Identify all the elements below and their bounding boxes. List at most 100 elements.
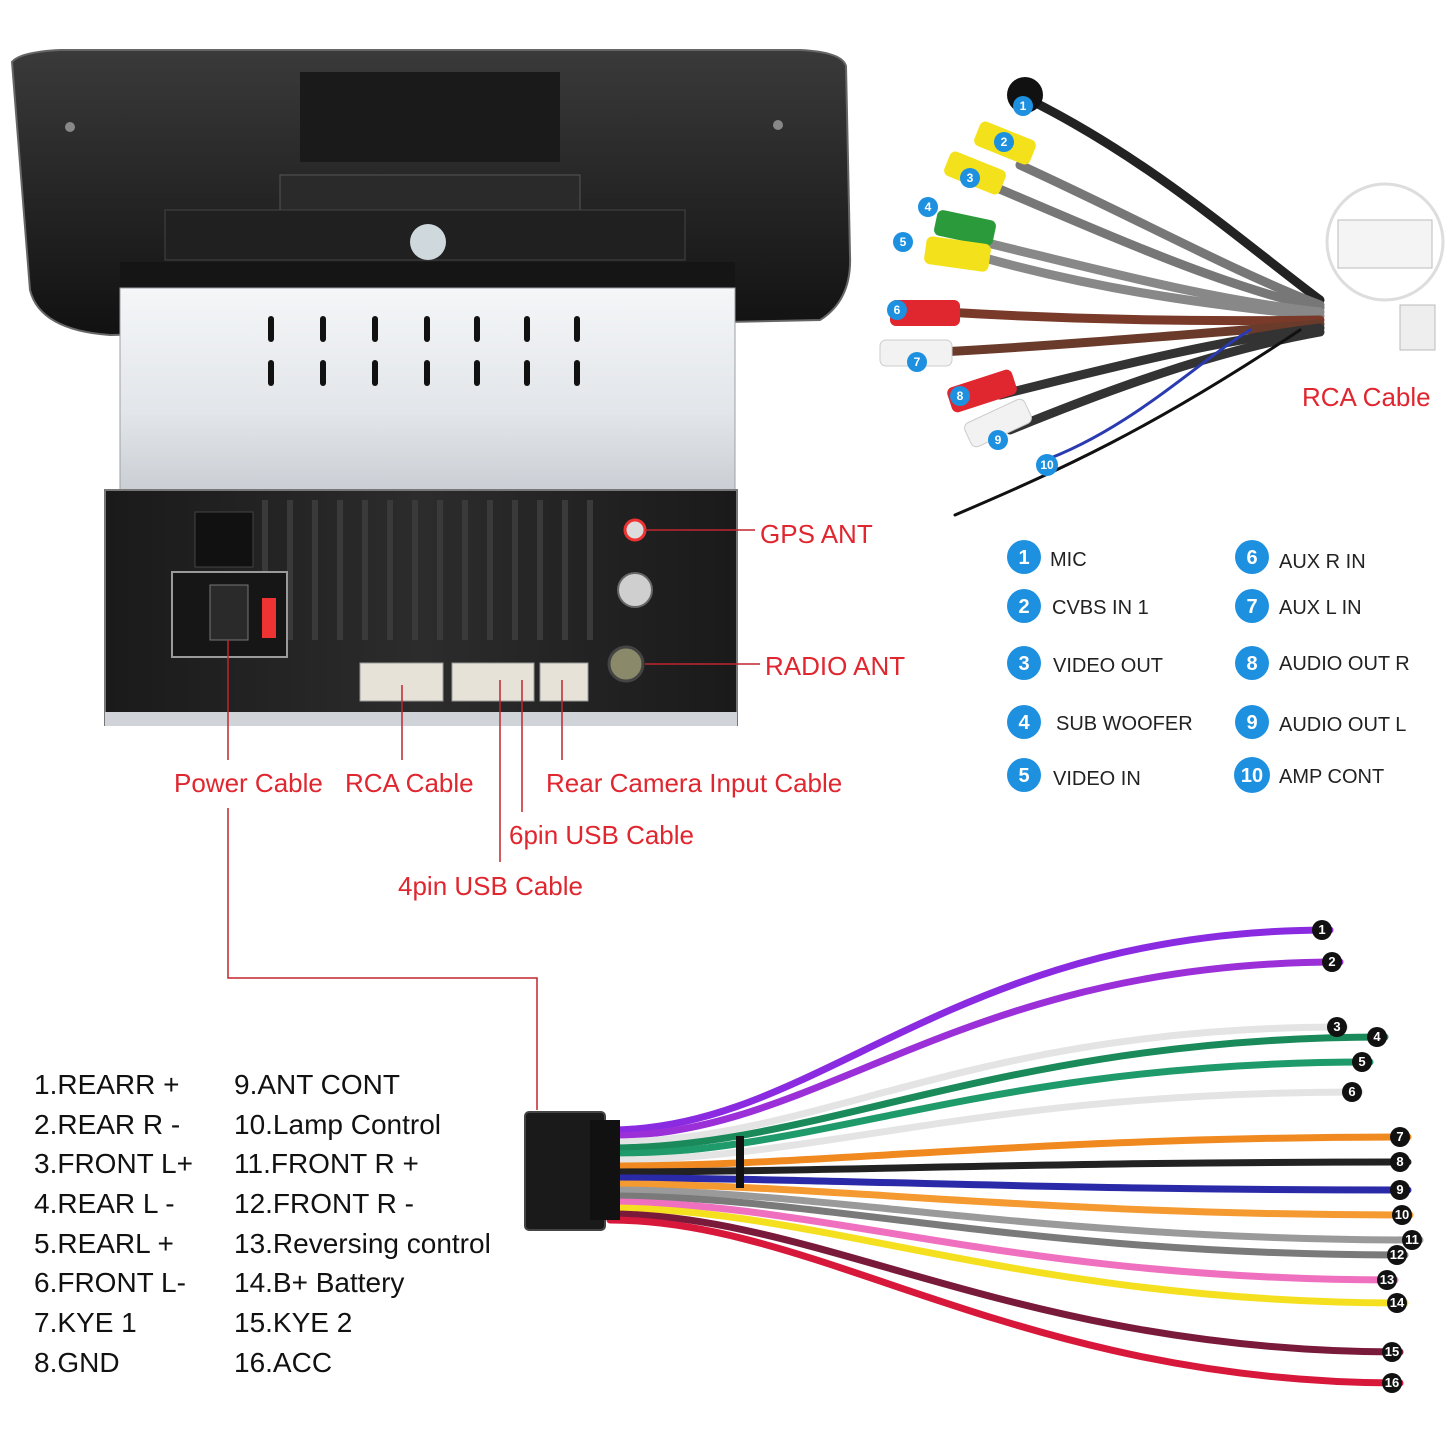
power-pin-list: 1.REARR + 2.REAR R - 3.FRONT L+ 4.REAR L… (34, 1069, 491, 1378)
pin-label: 16.ACC (234, 1347, 332, 1378)
wire-6 (606, 1088, 1364, 1164)
svg-text:1: 1 (1018, 547, 1029, 569)
usb4-connector (451, 662, 535, 702)
wire-number: 15 (1385, 1344, 1399, 1359)
rca-plug-connector (1399, 304, 1436, 351)
plug-number: 8 (957, 389, 964, 403)
wire-13 (606, 1198, 1399, 1284)
legend-label: AUX L IN (1279, 597, 1362, 619)
legend-label: VIDEO OUT (1053, 655, 1163, 677)
number-badge (1235, 705, 1269, 739)
wire-number-badge (1402, 1230, 1422, 1250)
wire-1 (606, 926, 1334, 1134)
gps-port (623, 518, 647, 542)
plug-number: 4 (925, 200, 932, 214)
wire-10 (606, 1180, 1414, 1219)
svg-text:8: 8 (1246, 653, 1257, 675)
plug-number: 3 (967, 171, 974, 185)
legend-label: CVBS IN 1 (1052, 597, 1149, 619)
wire-number: 14 (1390, 1295, 1405, 1310)
wire-number-badge (1342, 1082, 1362, 1102)
rca-harness-illustration (879, 77, 1445, 517)
plug-number: 10 (1040, 458, 1054, 472)
rca-legend: 1 MIC 2 CVBS IN 1 3 VIDEO OUT 4 SUB WOOF… (1007, 540, 1410, 793)
usb6-label: 6pin USB Cable (509, 820, 694, 850)
gps-ant-label: GPS ANT (760, 519, 873, 549)
fm-port (617, 572, 653, 608)
number-badge (1007, 758, 1041, 792)
wire-number-badge (1377, 1270, 1397, 1290)
callout-lines (227, 529, 760, 1110)
plug-number: 9 (995, 433, 1002, 447)
pin-label: 8.GND (34, 1347, 120, 1378)
yellow-plug (924, 236, 991, 272)
wire-11 (606, 1186, 1424, 1244)
legend-item: 6 AUX R IN (1235, 540, 1366, 574)
usb4-label: 4pin USB Cable (398, 871, 583, 901)
pin-label: 1.REARR + (34, 1069, 180, 1100)
number-badge (1235, 646, 1269, 680)
connector-zoom-detail (1337, 219, 1433, 269)
plug-number: 6 (894, 303, 901, 317)
wire-number: 7 (1396, 1129, 1403, 1144)
screw-icon (65, 122, 75, 132)
wire-number-badge (1382, 1373, 1402, 1393)
legend-label: MIC (1050, 549, 1087, 571)
wire-number: 2 (1328, 954, 1335, 969)
pin-label: 3.FRONT L+ (34, 1148, 193, 1179)
wire-8 (606, 1158, 1412, 1176)
legend-label: AUDIO OUT R (1279, 653, 1410, 675)
wire-number-badge (1390, 1180, 1410, 1200)
pin-label: 6.FRONT L- (34, 1267, 186, 1298)
rear-camera-label: Rear Camera Input Cable (546, 768, 842, 798)
legend-label: AMP CONT (1279, 766, 1384, 788)
legend-item: 3 VIDEO OUT (1007, 646, 1163, 680)
wire-number-badge (1387, 1293, 1407, 1313)
panel-recess (194, 511, 254, 568)
wire-number: 6 (1348, 1084, 1355, 1099)
head-unit-illustration (10, 49, 852, 726)
pin-label: 15.KYE 2 (234, 1307, 352, 1338)
wire-15 (606, 1210, 1404, 1356)
legend-item: 8 AUDIO OUT R (1235, 646, 1410, 680)
back-panel-base (105, 712, 737, 726)
pin-label: 14.B+ Battery (234, 1267, 404, 1298)
rca-plug-badges: 1 2 3 4 5 6 7 8 9 10 (887, 96, 1058, 476)
svg-text:6: 6 (1246, 547, 1257, 569)
wire-number: 16 (1385, 1375, 1399, 1390)
power-harness-wires (606, 926, 1424, 1387)
wire-4 (606, 1033, 1389, 1152)
wire-number-badge (1352, 1052, 1372, 1072)
red-plug (890, 300, 960, 326)
wire-number-badge (1327, 1017, 1347, 1037)
legend-label: AUDIO OUT L (1279, 714, 1406, 736)
plug-number: 7 (914, 355, 921, 369)
number-badge (1235, 589, 1269, 623)
svg-text:7: 7 (1246, 596, 1257, 618)
green-plug (934, 210, 996, 246)
chassis-top-lip (120, 262, 735, 290)
number-badge (1007, 589, 1041, 623)
number-badge (1007, 705, 1041, 739)
wire-number: 12 (1390, 1247, 1404, 1262)
pin-label: 7.KYE 1 (34, 1307, 137, 1338)
wire-number: 13 (1380, 1272, 1394, 1287)
wire-7 (606, 1133, 1412, 1170)
plug-number: 1 (1020, 99, 1027, 113)
cable-tie (736, 1136, 744, 1188)
pin-label: 2.REAR R - (34, 1109, 180, 1140)
power-harness-plug (524, 1111, 744, 1231)
wire-number: 1 (1318, 922, 1325, 937)
radio-ant-label: RADIO ANT (765, 651, 905, 681)
wire-number-badge (1387, 1245, 1407, 1265)
svg-text:10: 10 (1241, 765, 1263, 787)
legend-item: 1 MIC (1007, 540, 1087, 574)
screw-icon (773, 120, 783, 130)
wire-number: 10 (1395, 1207, 1409, 1222)
wire-number: 9 (1396, 1182, 1403, 1197)
number-badge (1007, 540, 1041, 574)
pin-label: 10.Lamp Control (234, 1109, 441, 1140)
wire-2 (606, 958, 1344, 1140)
fuse (262, 598, 276, 638)
wire-12 (606, 1192, 1409, 1259)
